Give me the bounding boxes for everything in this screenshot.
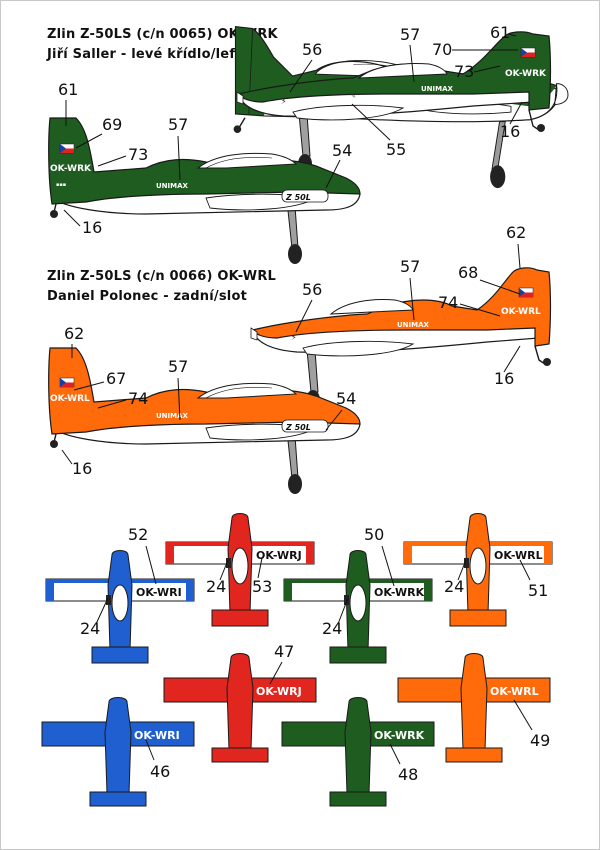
callout-number: 16 <box>500 122 520 141</box>
topview-wri: OK-WRI <box>45 550 195 664</box>
tail-registration: OK-WRL <box>501 307 541 317</box>
cowl-text: Z 50L <box>285 423 311 432</box>
cowl-logo-icon: ⚡ <box>281 97 287 106</box>
wing-registration: OK-WRL <box>490 685 539 698</box>
callout-number: 56 <box>302 280 322 299</box>
tail-registration: OK-WRL <box>50 394 90 404</box>
callout-number: 74 <box>438 293 458 312</box>
callout-number: 24 <box>444 577 464 596</box>
profile-wrk-upper: UNIMAX OK-WRK ⚡ ✎ <box>236 31 552 174</box>
callout-number: 57 <box>168 115 188 134</box>
callout-number: 51 <box>528 581 548 600</box>
wing-registration: OK-WRJ <box>256 685 302 698</box>
profile-wrk-lower: Z 50L UNIMAX OK-WRK ▪▪▪ <box>48 117 361 264</box>
callout-number: 70 <box>432 40 452 59</box>
callout-number: 49 <box>530 731 550 750</box>
topview-wrj: OK-WRJ <box>165 513 315 627</box>
profile-subtitle: Jiří Saller - levé křídlo/left <box>47 47 242 62</box>
bottomview-wrj: OK-WRJ <box>163 653 317 763</box>
callout-number: 16 <box>82 218 102 237</box>
callout-number: 61 <box>58 80 78 99</box>
callout-number: 16 <box>72 459 92 478</box>
fuselage-text: UNIMAX <box>421 85 454 93</box>
bottomview-wri: OK-WRI <box>41 697 195 807</box>
wing-registration: OK-WRK <box>374 729 425 742</box>
wing-registration: OK-WRK <box>374 586 425 599</box>
callout-number: 61 <box>490 23 510 42</box>
fuselage-text: UNIMAX <box>156 182 189 190</box>
callout-number: 54 <box>336 389 356 408</box>
callout-number: 69 <box>102 115 122 134</box>
callout-number: 56 <box>302 40 322 59</box>
bottomview-wrl: OK-WRL <box>397 653 551 763</box>
profile-caption-wrl: Zlin Z-50LS (c/n 0066) OK-WRL Daniel Pol… <box>47 267 276 307</box>
wing-registration: OK-WRJ <box>256 549 302 562</box>
callout-number: 68 <box>458 263 478 282</box>
callout-number: 24 <box>80 619 100 638</box>
callout-number: 24 <box>206 577 226 596</box>
callout-number: 46 <box>150 762 170 781</box>
fuselage-text: UNIMAX <box>397 321 430 329</box>
callout-number: 74 <box>128 389 148 408</box>
fuselage-text: UNIMAX <box>156 412 189 420</box>
callout-number: 57 <box>400 257 420 276</box>
callout-number: 53 <box>252 577 272 596</box>
callout-number: 48 <box>398 765 418 784</box>
profile-title: Zlin Z-50LS (c/n 0066) OK-WRL <box>47 269 277 284</box>
callout-number: 62 <box>64 324 84 343</box>
profile-wrl-lower: Z 50L UNIMAX OK-WRL <box>48 347 361 494</box>
callout-number: 52 <box>128 525 148 544</box>
callout-number: 54 <box>332 141 352 160</box>
profile-subtitle: Daniel Polonec - zadní/slot <box>47 289 247 304</box>
cowl-text: Z 50L <box>285 193 311 202</box>
callout-number: 57 <box>168 357 188 376</box>
callout-number: 50 <box>364 525 384 544</box>
callout-number: 73 <box>454 62 474 81</box>
callout-number: 24 <box>322 619 342 638</box>
profile-callouts: 56 57 61 70 73 55 16 61 69 57 73 54 1 <box>58 23 526 478</box>
profile-wrl-upper: UNIMAX OK-WRL ⚡ <box>250 267 552 410</box>
callout-number: 16 <box>494 369 514 388</box>
wing-script-icon: ✎ <box>351 93 356 100</box>
callout-number: 73 <box>128 145 148 164</box>
bottomview-callouts: 47 49 46 48 <box>145 642 550 784</box>
profile-title: Zlin Z-50LS (c/n 0065) OK-WRK <box>47 27 278 42</box>
callout-number: 67 <box>106 369 126 388</box>
callout-number: 55 <box>386 140 406 159</box>
callout-number: 57 <box>400 25 420 44</box>
bottomview-wrk: OK-WRK <box>281 697 435 807</box>
topview-callouts: 52 24 24 53 50 24 24 51 <box>80 525 548 638</box>
profile-caption-wrk: Zlin Z-50LS (c/n 0065) OK-WRK Jiří Salle… <box>47 25 278 65</box>
wing-registration: OK-WRL <box>494 549 543 562</box>
tail-text-icon: ▪▪▪ <box>56 182 66 188</box>
tail-registration: OK-WRK <box>50 164 92 174</box>
topview-wrl: OK-WRL <box>403 513 553 627</box>
callout-number: 47 <box>274 642 294 661</box>
tail-registration: OK-WRK <box>505 69 547 79</box>
wing-registration: OK-WRI <box>134 729 180 742</box>
wing-registration: OK-WRI <box>136 586 182 599</box>
callout-number: 62 <box>506 223 526 242</box>
cowl-logo-icon: ⚡ <box>291 333 297 342</box>
topview-wrk: OK-WRK <box>283 550 433 664</box>
